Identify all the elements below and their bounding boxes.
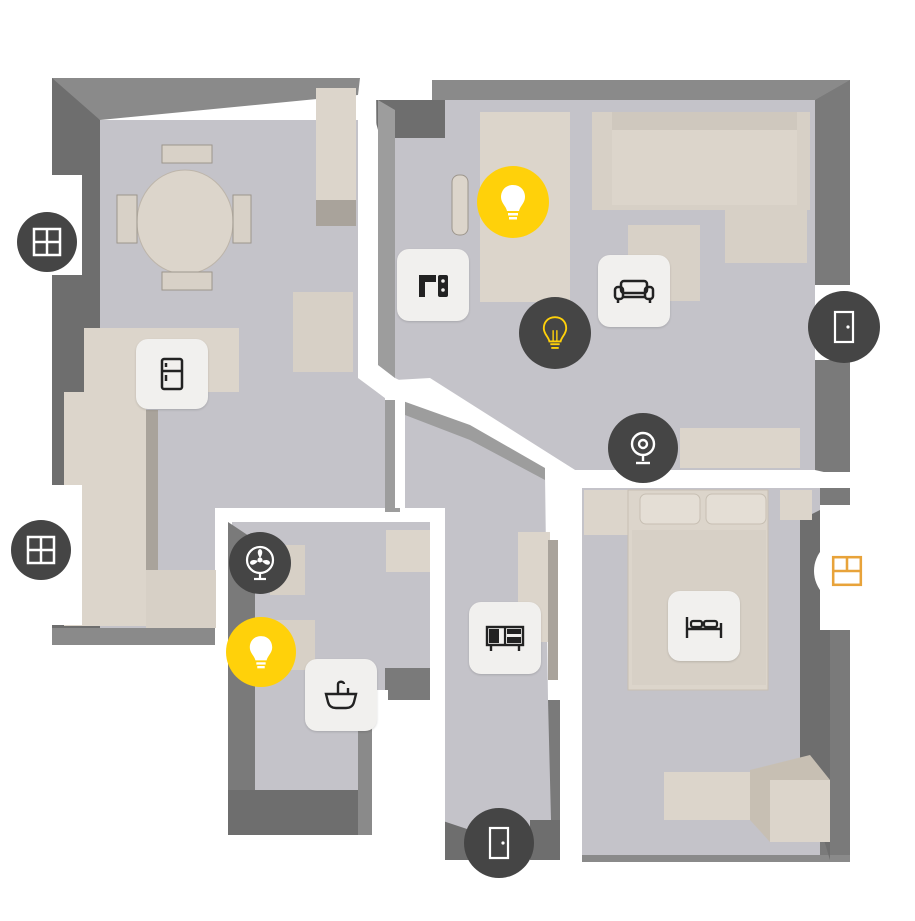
window-left-bottom-button[interactable] xyxy=(11,520,71,580)
fridge-tile[interactable] xyxy=(136,339,208,409)
bulb-icon xyxy=(249,636,273,669)
bed-icon xyxy=(685,617,723,638)
bedroom-window-button[interactable] xyxy=(814,538,880,604)
fan-icon xyxy=(245,545,275,581)
bed-tile[interactable] xyxy=(668,591,740,661)
window-icon xyxy=(831,555,863,587)
bulb-icon xyxy=(501,185,525,220)
sink-tile[interactable] xyxy=(305,659,377,731)
bulb-icon xyxy=(542,316,568,349)
sofa-icon xyxy=(613,279,655,303)
window-icon xyxy=(32,227,62,257)
sink-icon xyxy=(324,680,358,710)
bath-light-button[interactable] xyxy=(226,617,296,687)
fridge-icon xyxy=(160,357,184,391)
partitions xyxy=(215,75,850,870)
living-light-1-button[interactable] xyxy=(477,166,549,238)
door-icon xyxy=(833,310,855,344)
camera-icon xyxy=(630,431,656,465)
tv-stand-icon xyxy=(485,625,525,651)
window-left-top-button[interactable] xyxy=(17,212,77,272)
kitchen-appliance-tile[interactable] xyxy=(397,249,469,321)
door-icon xyxy=(488,826,510,860)
hall-door-button[interactable] xyxy=(464,808,534,878)
tv-stand-tile[interactable] xyxy=(469,602,541,674)
sofa-tile[interactable] xyxy=(598,255,670,327)
camera-button[interactable] xyxy=(608,413,678,483)
living-light-2-button[interactable] xyxy=(519,297,591,369)
bath-fan-button[interactable] xyxy=(229,532,291,594)
window-icon xyxy=(26,535,56,565)
entrance-door-button[interactable] xyxy=(808,291,880,363)
kitchen-icon xyxy=(419,275,448,297)
dining-table xyxy=(136,169,234,275)
